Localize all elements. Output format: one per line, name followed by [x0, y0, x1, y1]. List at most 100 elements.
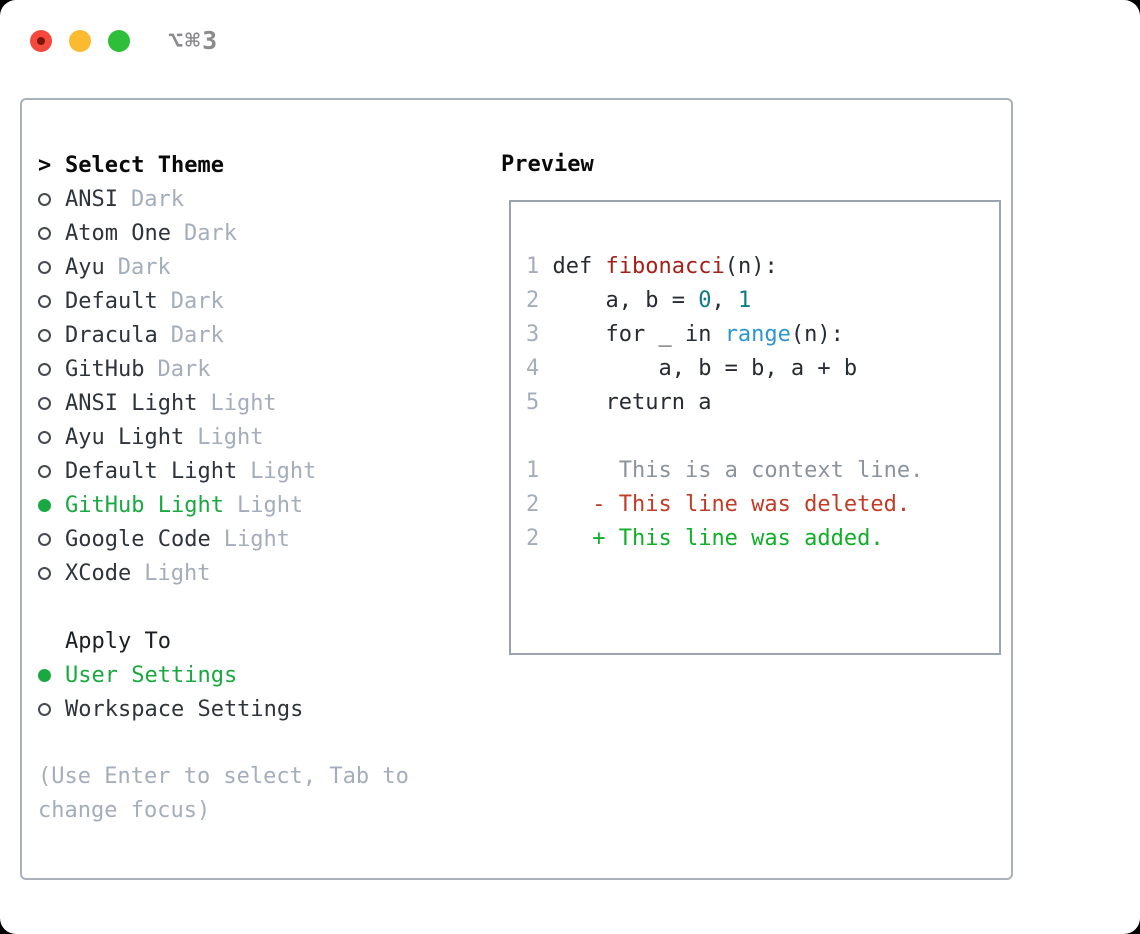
preview-line: 1 This is a context line. — [526, 454, 999, 488]
line-number-gutter — [539, 492, 552, 517]
theme-option-github-light[interactable]: GitHub Light Light — [38, 488, 488, 522]
apply-option-label: Workspace Settings — [65, 696, 304, 722]
theme-variant-tag: Dark — [183, 220, 237, 246]
line-number-gutter — [526, 424, 539, 449]
code-token: a, b = — [552, 288, 699, 313]
line-number-gutter — [539, 526, 552, 551]
radio-icon — [38, 328, 52, 342]
theme-name: ANSI — [65, 186, 118, 212]
cursor-indicator: > — [38, 152, 52, 178]
theme-variant-tag: Light — [210, 390, 277, 416]
code-token: fibonacci — [605, 254, 725, 279]
apply-option-label: User Settings — [65, 662, 238, 688]
theme-option-dracula[interactable]: Dracula Dark — [38, 318, 488, 352]
radio-icon — [38, 192, 52, 206]
radio-icon — [38, 396, 52, 410]
theme-option-xcode[interactable]: XCode Light — [38, 556, 488, 590]
radio-icon — [38, 226, 52, 240]
preview-line: 2 a, b = 0, 1 — [526, 284, 999, 318]
line-number: 1 — [526, 254, 540, 279]
theme-variant-tag: Dark — [117, 254, 171, 280]
apply-option-workspace-settings[interactable]: Workspace Settings — [38, 692, 488, 726]
zoom-button[interactable] — [108, 29, 130, 52]
close-dot-icon — [37, 36, 45, 45]
radio-icon — [38, 362, 52, 376]
theme-name: Dracula — [65, 322, 158, 348]
line-number: 2 — [526, 288, 540, 313]
theme-option-google-code[interactable]: Google Code Light — [38, 522, 488, 556]
code-token: This is a context line. — [552, 458, 924, 483]
traffic-lights — [30, 29, 130, 52]
apply-option-user-settings[interactable]: User Settings — [38, 658, 488, 692]
code-token: 1 — [737, 288, 752, 313]
theme-option-github[interactable]: GitHub Dark — [38, 352, 488, 386]
code-token: + This line was added. — [552, 526, 884, 551]
theme-option-ansi[interactable]: ANSI Dark — [38, 182, 488, 216]
code-token: def — [552, 254, 606, 279]
theme-variant-tag: Dark — [130, 186, 184, 212]
line-number-gutter — [539, 254, 552, 279]
theme-variant-tag: Light — [144, 560, 211, 586]
code-token: range — [724, 322, 791, 347]
close-button[interactable] — [30, 29, 52, 52]
theme-list-title: Select Theme — [65, 152, 224, 178]
apply-to-header: Apply To — [38, 624, 488, 658]
titlebar: ⌥⌘3 — [30, 26, 219, 55]
apply-to-title: Apply To — [65, 628, 171, 654]
theme-variant-tag: Light — [197, 424, 264, 450]
theme-name: Ayu — [65, 254, 105, 280]
theme-name: Ayu Light — [65, 424, 185, 450]
theme-variant-tag: Dark — [157, 356, 211, 382]
preview-line: 4 a, b = b, a + b — [526, 352, 999, 386]
line-number-gutter — [539, 288, 552, 313]
radio-icon — [38, 430, 52, 444]
preview-line: 5 return a — [526, 386, 999, 420]
line-number: 2 — [526, 526, 540, 551]
radio-selected-icon — [38, 498, 52, 512]
theme-name: XCode — [65, 560, 132, 586]
theme-option-ayu-light[interactable]: Ayu Light Light — [38, 420, 488, 454]
theme-variant-tag: Light — [236, 492, 304, 518]
preview-line — [526, 420, 999, 454]
code-token: (n): — [790, 322, 844, 347]
minimize-button[interactable] — [69, 29, 91, 52]
theme-variant-tag: Light — [223, 526, 290, 552]
theme-name: Google Code — [65, 526, 211, 552]
preview-line: 2 + This line was added. — [526, 522, 999, 556]
theme-name: GitHub Light — [65, 492, 224, 518]
line-number: 1 — [526, 458, 540, 483]
radio-icon — [38, 702, 52, 716]
code-token: (n): — [724, 254, 778, 279]
theme-name: ANSI Light — [65, 390, 198, 416]
code-token: a, b = b, a + b — [552, 356, 858, 381]
theme-variant-tag: Dark — [170, 322, 224, 348]
theme-name: GitHub — [65, 356, 145, 382]
preview-line: 2 - This line was deleted. — [526, 488, 999, 522]
line-number: 2 — [526, 492, 540, 517]
theme-name: Atom One — [65, 220, 171, 246]
theme-option-atom-one[interactable]: Atom One Dark — [38, 216, 488, 250]
theme-option-ansi-light[interactable]: ANSI Light Light — [38, 386, 488, 420]
radio-icon — [38, 260, 52, 274]
line-number-gutter — [539, 458, 552, 483]
preview-line: 1 def fibonacci(n): — [526, 250, 999, 284]
radio-icon — [38, 464, 52, 478]
radio-selected-icon — [38, 668, 52, 682]
theme-option-ayu[interactable]: Ayu Dark — [38, 250, 488, 284]
code-token: return a — [552, 390, 712, 415]
code-token: 0 — [698, 288, 712, 313]
code-token: , — [711, 288, 738, 313]
code-token: for _ in — [552, 322, 725, 347]
radio-icon — [38, 532, 52, 546]
theme-list-header: > Select Theme — [38, 148, 488, 182]
line-number-gutter — [539, 356, 552, 381]
line-number-gutter — [539, 322, 552, 347]
